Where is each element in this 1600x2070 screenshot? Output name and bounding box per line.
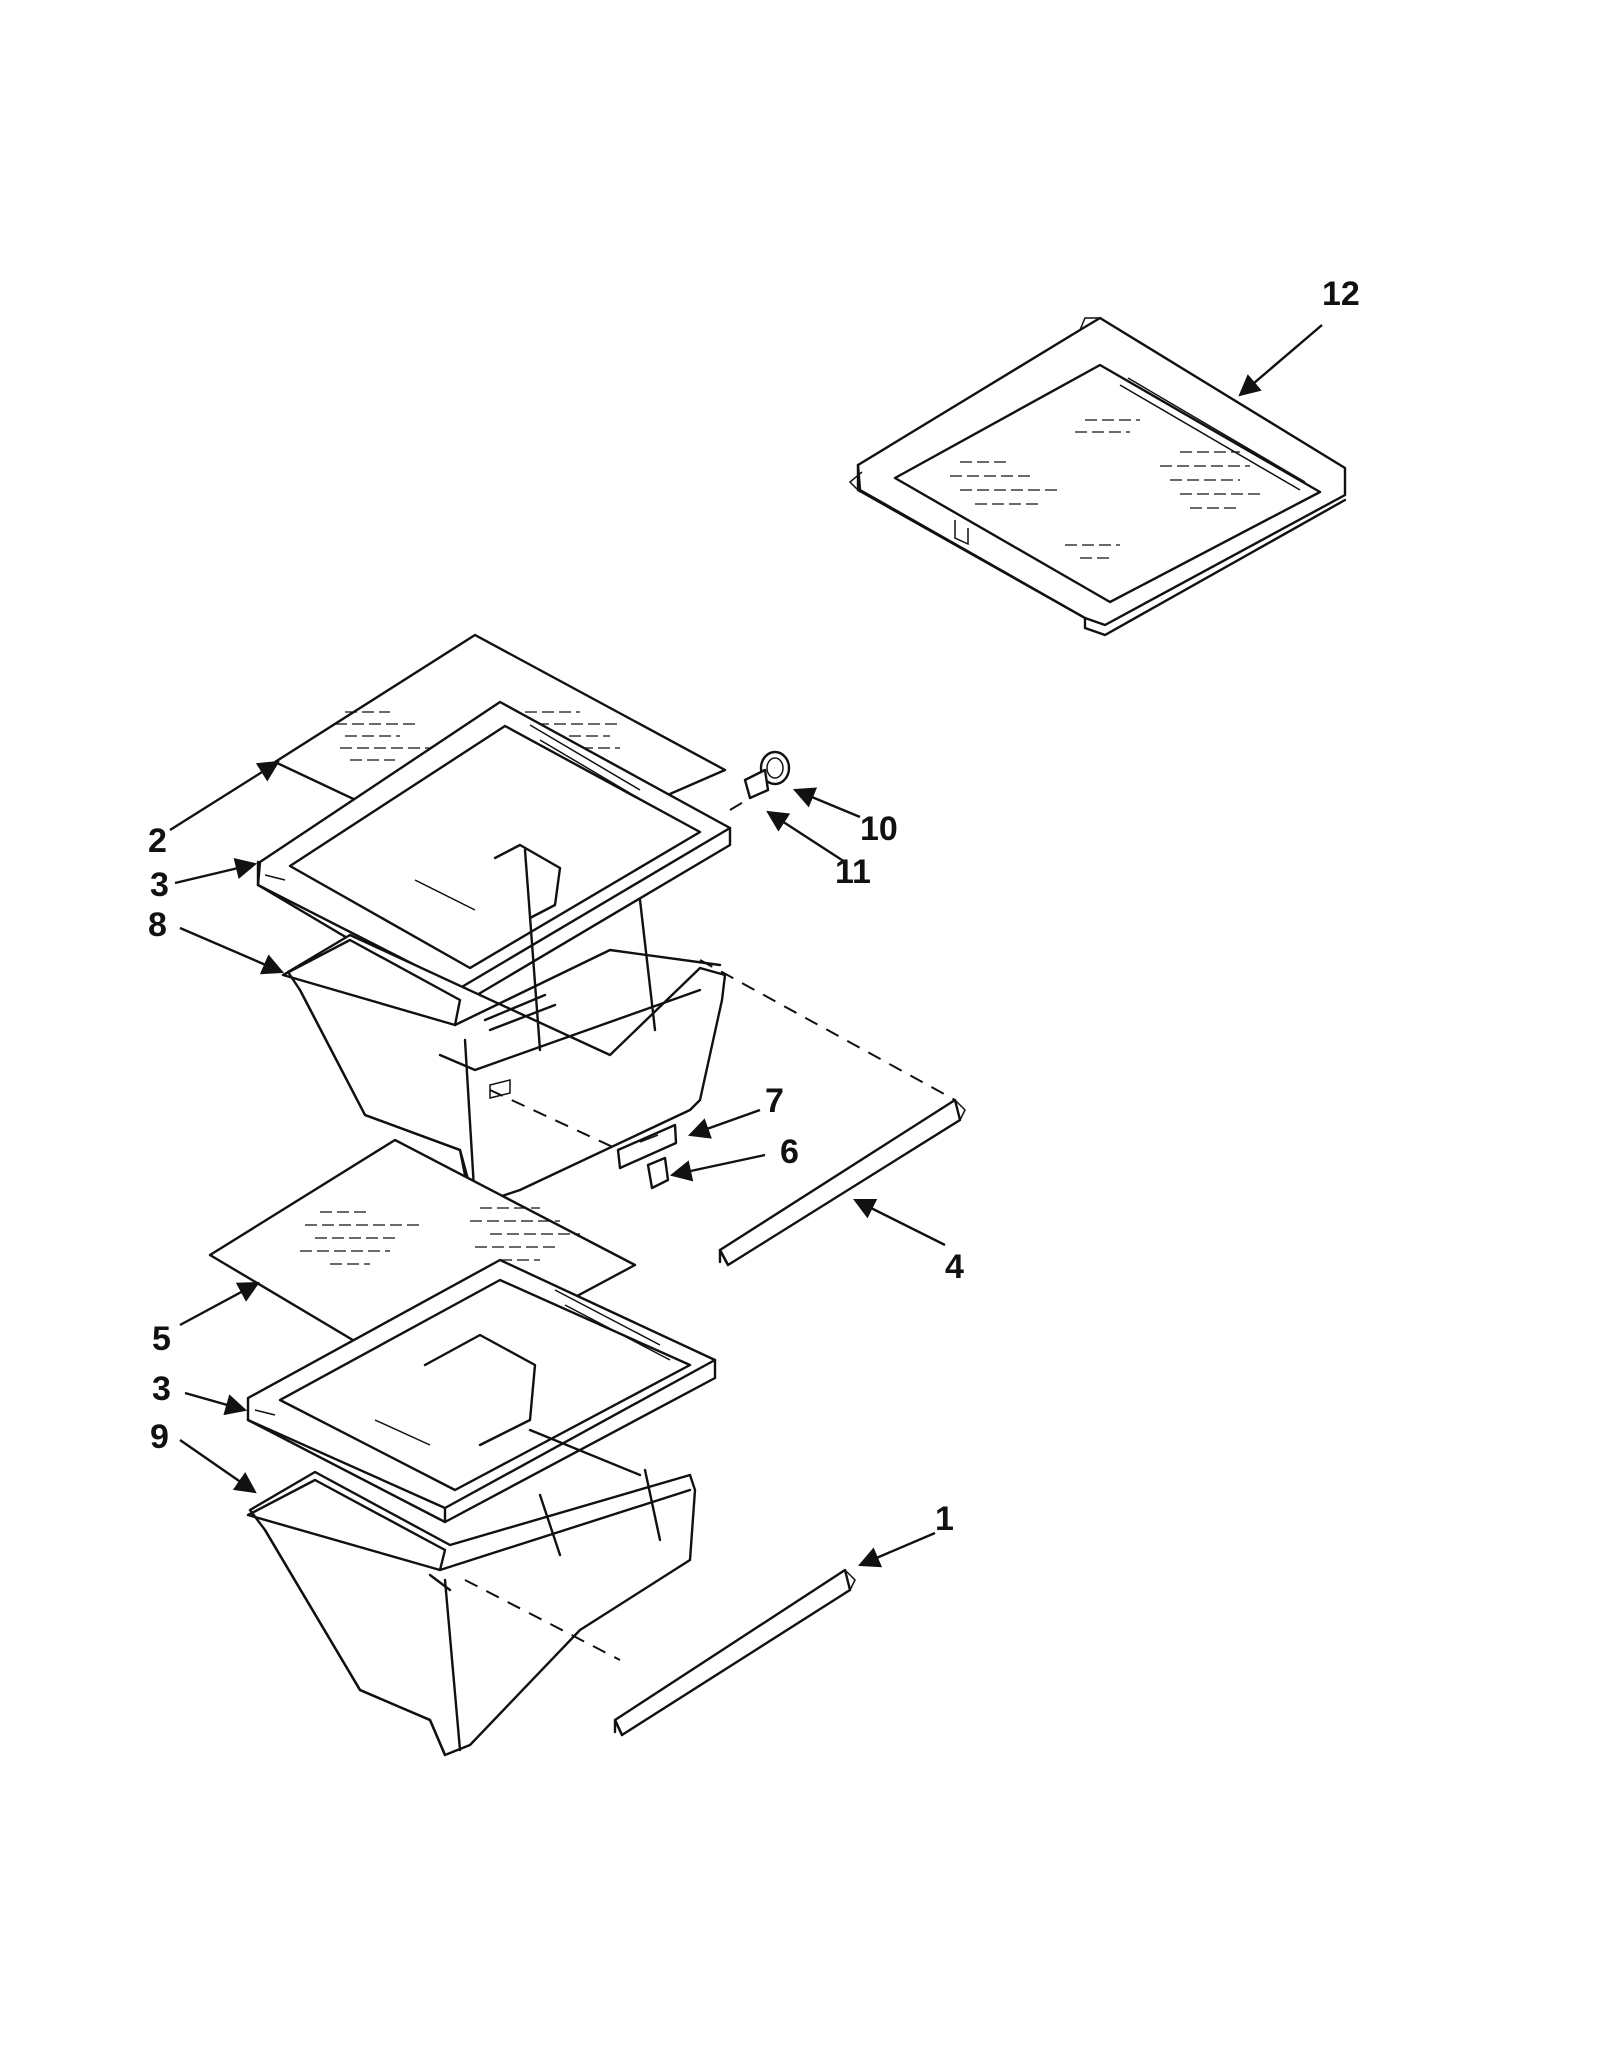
upper-crisper-drawer-part-8 — [281, 848, 727, 1207]
callout-10: 10 — [860, 810, 898, 848]
callout-3-upper: 3 — [150, 866, 169, 904]
callout-6: 6 — [780, 1133, 799, 1171]
lower-handle-part-1 — [613, 1568, 856, 1737]
upper-handle-part-4 — [718, 1098, 966, 1267]
glass-shelf-part-12 — [848, 316, 1347, 637]
leveler-screw-parts-10-11 — [743, 750, 791, 800]
callout-12: 12 — [1322, 275, 1360, 313]
glass-hatch — [950, 419, 1260, 559]
callout-11: 11 — [835, 853, 871, 891]
guide-line — [699, 959, 956, 1101]
callout-9: 9 — [150, 1418, 169, 1456]
glass-hatch — [300, 1207, 580, 1265]
callout-3-lower: 3 — [152, 1370, 171, 1408]
lower-crisper-drawer-part-9 — [246, 1428, 697, 1757]
clip-parts-7-6 — [616, 1123, 678, 1190]
callout-5: 5 — [152, 1320, 171, 1358]
callout-7: 7 — [765, 1082, 784, 1120]
callout-2: 2 — [148, 822, 167, 860]
leader-arrows — [169, 324, 1323, 1568]
callout-1: 1 — [935, 1500, 954, 1538]
callout-labels: 12 2 3 8 10 11 7 6 4 5 3 9 1 — [148, 275, 1360, 1538]
guide-line — [489, 1089, 631, 1156]
callout-4: 4 — [945, 1248, 964, 1286]
lower-cover-frame-part-3 — [246, 1258, 717, 1524]
guide-line — [464, 1579, 621, 1661]
callout-8: 8 — [148, 906, 167, 944]
